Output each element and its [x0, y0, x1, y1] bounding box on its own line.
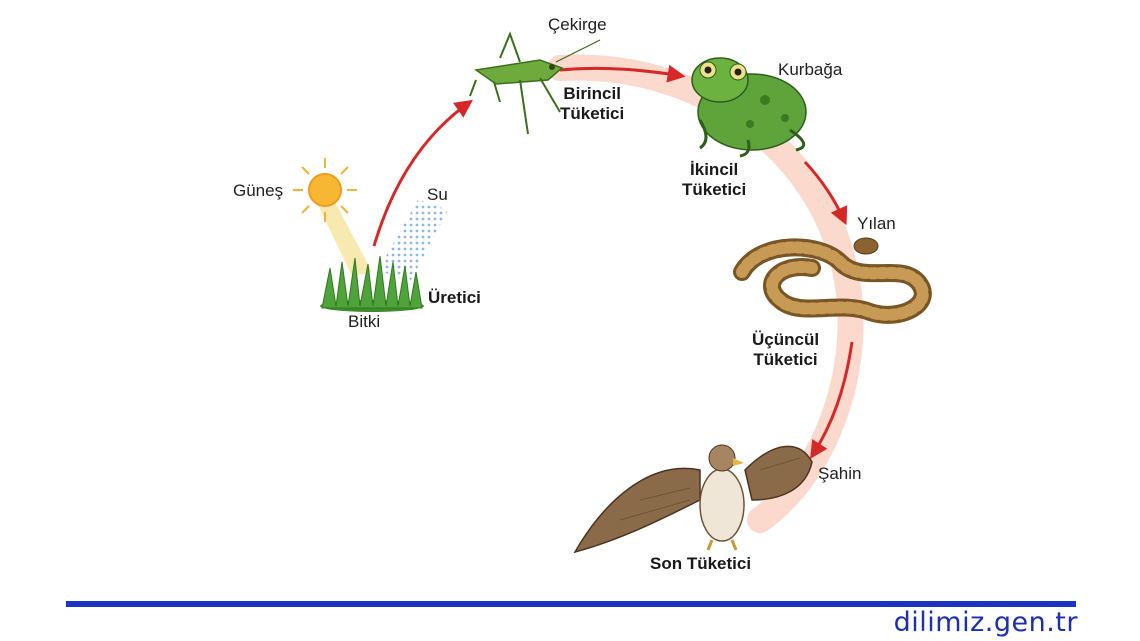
water-drops: [378, 200, 448, 282]
final-consumer-label: Son Tüketici: [650, 554, 752, 573]
sunlight-beam: [318, 200, 372, 276]
snake: [733, 237, 932, 324]
footer-divider: [66, 601, 1076, 607]
arrow-plant-to-grasshopper: [372, 99, 473, 247]
grass: [320, 255, 424, 312]
grasshopper: [469, 31, 601, 135]
arrow-frog-to-snake: [803, 160, 848, 226]
frog: [691, 57, 807, 158]
hawk-label: Şahin: [818, 464, 862, 483]
hawk: [573, 444, 813, 554]
arrow-grasshopper-to-frog: [559, 64, 686, 83]
water-label: Su: [427, 185, 448, 204]
site-watermark: dilimiz.gen.tr: [893, 607, 1078, 638]
grasshopper-label: Çekirge: [548, 15, 607, 34]
sun-icon: [293, 158, 357, 222]
producer-label: Üretici: [428, 288, 481, 307]
frog-label: Kurbağa: [778, 60, 843, 79]
plant-label: Bitki: [348, 312, 381, 331]
sun-label: Güneş: [233, 181, 284, 200]
arrow-snake-to-hawk: [810, 341, 854, 460]
snake-label: Yılan: [857, 214, 896, 233]
